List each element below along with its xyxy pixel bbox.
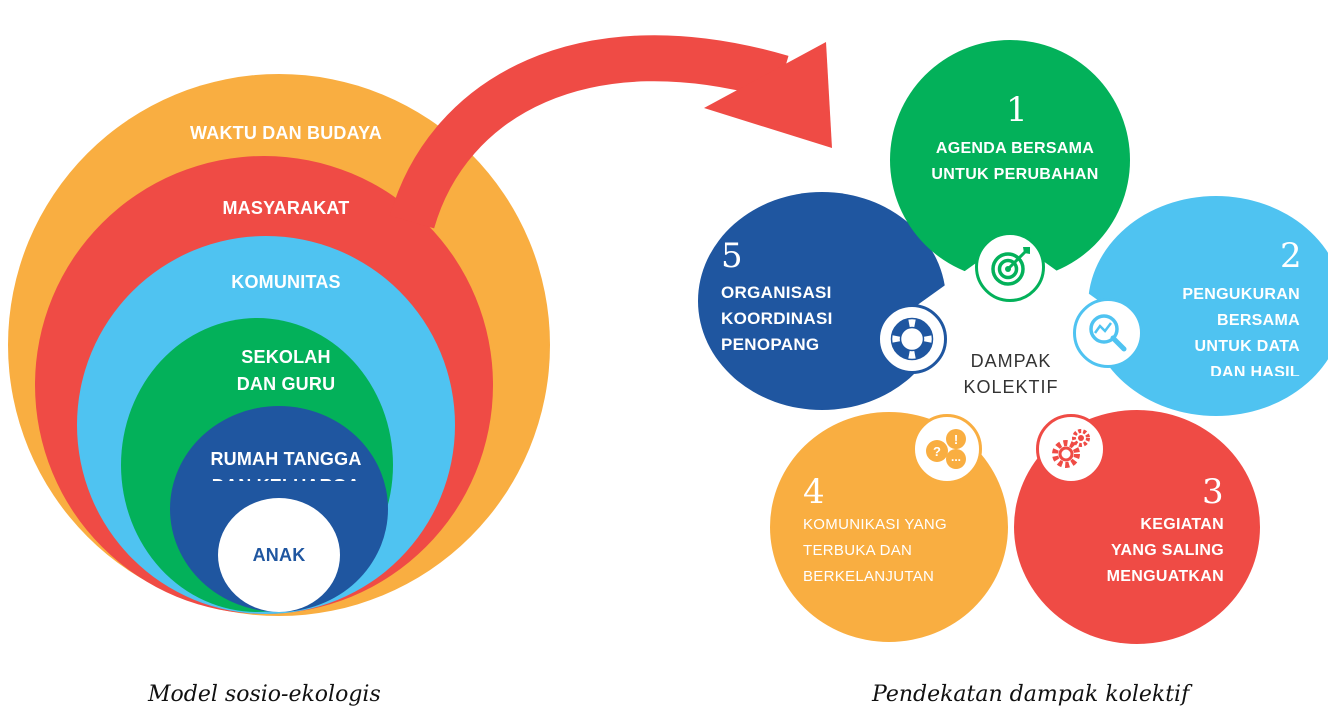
label-household-line2: DAN KELUARGA	[136, 473, 436, 481]
petal-4-line3: BERKELANJUTAN	[803, 568, 935, 585]
petal-1-line2: UNTUK PERUBAHAN	[931, 166, 1099, 183]
label-community: KOMUNITAS	[231, 272, 341, 292]
petal-5-line1: ORGANISASI	[721, 283, 832, 302]
petal-3-line2: YANG SALING	[1111, 542, 1224, 559]
petal-2-number: 2	[1280, 236, 1302, 276]
circle-child	[218, 498, 340, 612]
caption-socio-ecological: Model sosio-ekologis	[148, 682, 381, 707]
center-label-line2: KOLEKTIF	[963, 377, 1059, 397]
svg-text:?: ?	[933, 444, 941, 459]
target-icon	[975, 232, 1045, 302]
arrow-shaft	[389, 35, 789, 229]
center-label-line1: DAMPAK	[970, 351, 1052, 371]
petal-3-number: 3	[1202, 472, 1224, 512]
petal-2-line1: PENGUKURAN	[1182, 286, 1300, 303]
petal-5-line3: PENOPANG	[721, 335, 820, 354]
petal-3-line3: MENGUATKAN	[1106, 568, 1224, 585]
petal-1-number: 1	[1006, 90, 1028, 130]
petal-5-number: 5	[721, 236, 743, 276]
lifebuoy-icon	[877, 304, 947, 374]
chat-bubbles-icon: ? ! ...	[912, 414, 982, 484]
petal-5	[698, 192, 946, 410]
label-time-culture: WAKTU DAN BUDAYA	[190, 123, 382, 143]
arrow-head	[704, 42, 832, 148]
petal-2-label: PENGUKURAN BERSAMA UNTUK DATA DAN HASIL	[1150, 282, 1300, 376]
svg-text:...: ...	[951, 450, 961, 464]
petal-4-line1: KOMUNIKASI YANG	[803, 516, 947, 533]
petal-3-label: KEGIATAN YANG SALING MENGUATKAN	[1060, 512, 1224, 590]
petal-1-line1: AGENDA BERSAMA	[935, 140, 1095, 157]
label-school-line1: SEKOLAH	[241, 347, 331, 367]
petal-3-line1: KEGIATAN	[1140, 516, 1224, 533]
petal-4-line2: TERBUKA DAN	[803, 542, 913, 559]
label-child: ANAK	[252, 545, 306, 565]
label-society: MASYARAKAT	[222, 198, 350, 218]
petal-4-label: KOMUNIKASI YANG TERBUKA DAN BERKELANJUTA…	[803, 512, 983, 590]
center-label: DAMPAK KOLEKTIF	[941, 348, 1081, 400]
petal-4-number: 4	[803, 472, 825, 512]
caption-collective-impact: Pendekatan dampak kolektif	[872, 682, 1190, 707]
petal-5-line2: KOORDINASI	[721, 309, 833, 328]
label-household-family: RUMAH TANGGA DAN KELUARGA	[136, 446, 436, 481]
analytics-icon	[1073, 298, 1143, 368]
petal-2-line2: BERSAMA	[1217, 312, 1300, 329]
gears-icon	[1036, 414, 1106, 484]
petal-2-line4: DAN HASIL	[1210, 364, 1300, 376]
label-school-teachers: SEKOLAH DAN GURU	[136, 344, 436, 398]
label-school-line2: DAN GURU	[236, 374, 336, 394]
petal-1-label: AGENDA BERSAMA UNTUK PERUBAHAN	[930, 136, 1100, 188]
petal-2-line3: UNTUK DATA	[1194, 338, 1300, 355]
svg-text:!: !	[954, 432, 958, 447]
petal-5-label: ORGANISASI KOORDINASI PENOPANG	[721, 280, 861, 356]
label-household-line1: RUMAH TANGGA	[210, 449, 362, 469]
